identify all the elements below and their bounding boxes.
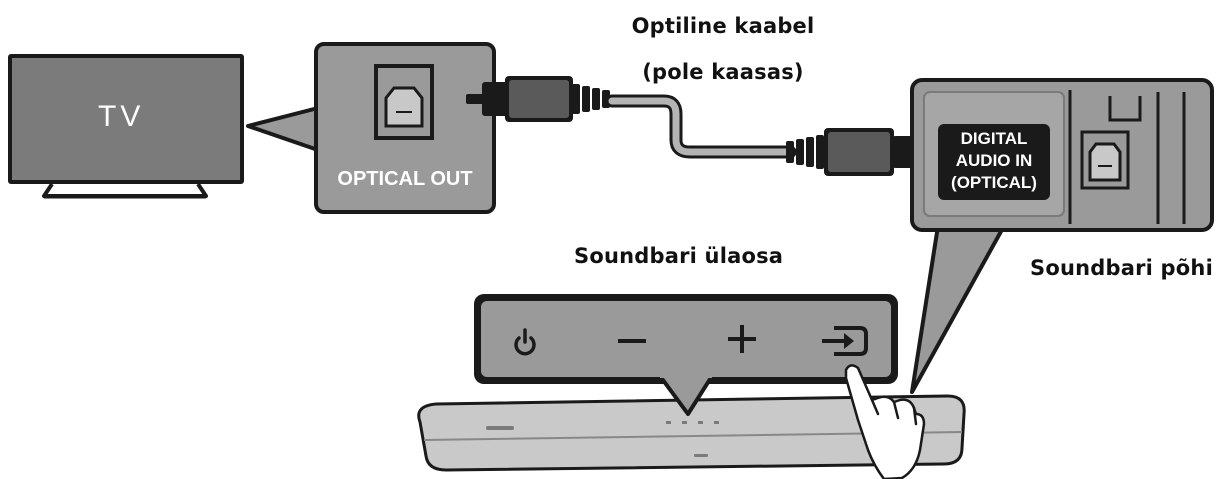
optical-out-label: OPTICAL OUT [337,168,473,190]
optical-cable-outline [605,94,797,159]
optical-cable [608,97,794,156]
digital-audio-in-label-line3: (OPTICAL) [951,173,1037,192]
tv-label: TV [98,100,145,133]
digital-audio-in-label-line1: DIGITAL [960,129,1028,148]
tv-illustration [8,54,244,199]
cable-label-line1: Optiline kaabel [631,14,815,38]
tv-callout-pointer [246,106,319,152]
digital-audio-in-port-icon [1080,130,1130,190]
soundbar-bottom-callout [910,78,1214,394]
source-input-icon [822,326,868,356]
cable-label-line2: (pole kaasas) [642,60,804,84]
soundbar-top-callout [474,294,898,416]
soundbar-bottom-label: Soundbari põhi [1030,256,1213,280]
optical-cable-plug-left [466,76,610,122]
power-icon [514,328,536,356]
soundbar-illustration [417,394,966,472]
hand-icon [844,364,926,479]
plus-icon [728,325,756,353]
optical-out-callout [314,42,496,214]
soundbar-top-label: Soundbari ülaosa [574,244,784,268]
digital-audio-in-label-line2: AUDIO IN [955,151,1033,170]
optical-out-port-icon [374,64,434,140]
